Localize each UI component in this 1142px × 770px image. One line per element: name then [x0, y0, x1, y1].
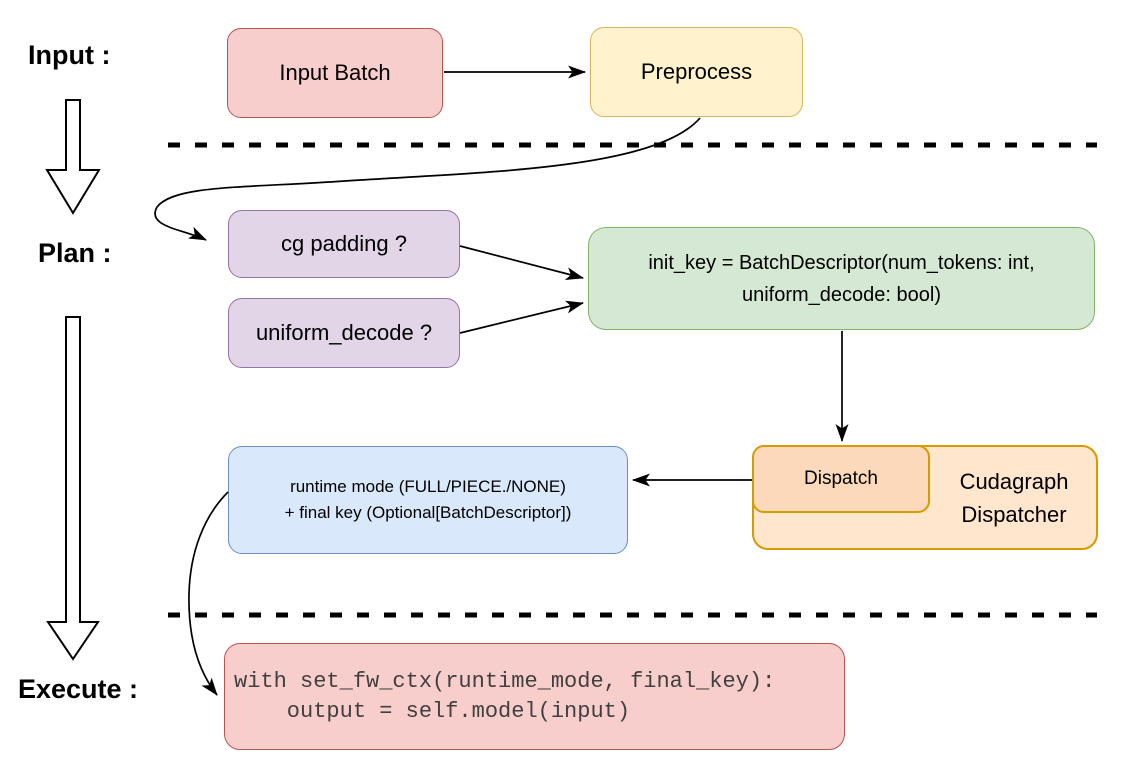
input-batch-label: Input Batch — [279, 60, 391, 86]
arrow-uniformdecode-to-initkey — [459, 300, 584, 334]
execute-section-label: Execute : — [18, 674, 139, 704]
cudagraph-label-line1: Cudagraph — [959, 468, 1069, 494]
dispatch-label: Dispatch — [804, 468, 878, 490]
cudagraph-dispatcher-label: Cudagraph Dispatcher — [930, 445, 1098, 550]
cg-padding-node: cg padding ? — [228, 210, 460, 278]
init-key-node: init_key = BatchDescriptor(num_tokens: i… — [588, 227, 1095, 330]
input-batch-node: Input Batch — [227, 28, 443, 118]
plan-section-label: Plan : — [38, 238, 112, 268]
cg-padding-label: cg padding ? — [281, 231, 407, 257]
uniform-decode-node: uniform_decode ? — [228, 298, 460, 368]
arrow-cgpadding-to-initkey — [459, 245, 584, 281]
preprocess-node: Preprocess — [590, 27, 803, 117]
execute-code-node: with set_fw_ctx(runtime_mode, final_key)… — [224, 643, 845, 750]
init-key-line2: uniform_decode: bool) — [741, 283, 941, 306]
input-section-label: Input : — [28, 40, 111, 70]
runtime-mode-line1: runtime mode (FULL/PIECE./NONE) — [290, 476, 566, 496]
dispatch-node: Dispatch — [752, 445, 930, 513]
preprocess-label: Preprocess — [640, 59, 753, 85]
execute-code-line1: with set_fw_ctx(runtime_mode, final_key)… — [234, 668, 776, 694]
flow-arrow-plan-to-execute — [46, 316, 100, 661]
cudagraph-label-line2: Dispatcher — [961, 501, 1067, 527]
execute-code-line2: output = self.model(input) — [234, 698, 631, 724]
runtime-mode-node: runtime mode (FULL/PIECE./NONE) + final … — [228, 446, 628, 554]
flow-arrow-input-to-plan — [45, 99, 101, 215]
arrow-runtimemode-to-execute — [188, 491, 229, 696]
runtime-mode-line2: + final key (Optional[BatchDescriptor]) — [284, 503, 572, 522]
init-key-line1: init_key = BatchDescriptor(num_tokens: i… — [648, 251, 1035, 274]
uniform-decode-label: uniform_decode ? — [255, 320, 433, 346]
